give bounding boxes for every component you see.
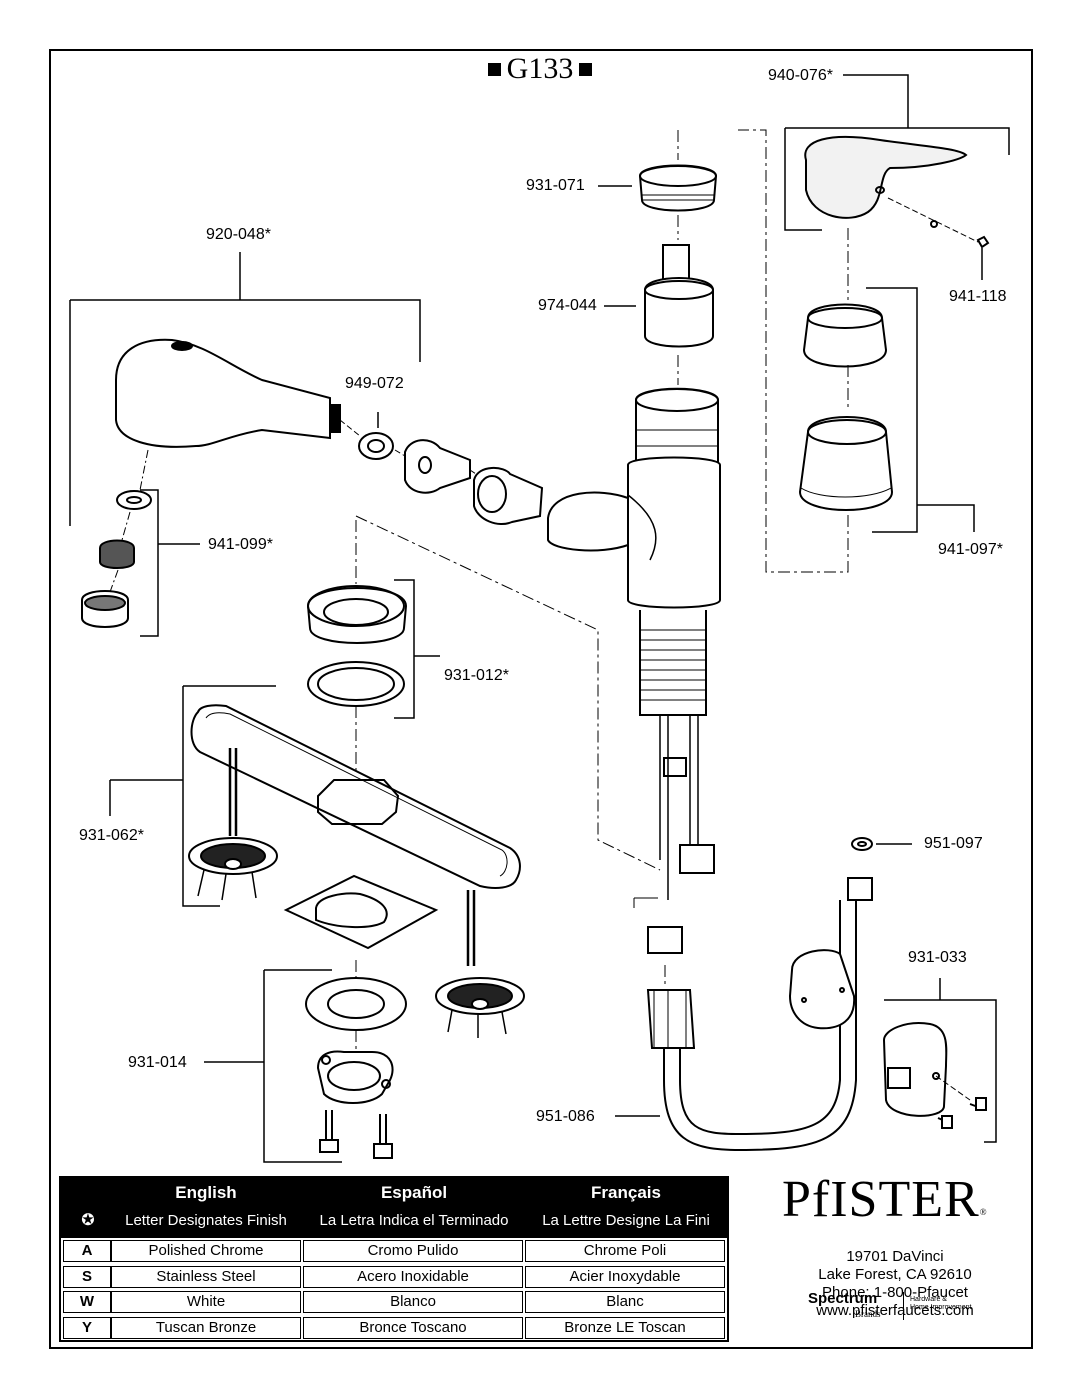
spectrum-tagline: Hardware &Home Improvement: [910, 1296, 971, 1312]
header-sub: La Lettre Designe La Fini: [542, 1212, 710, 1229]
weight-screws: [937, 1097, 987, 1129]
logo-text: PfISTER: [782, 1171, 980, 1228]
bonnet-nut-part: [638, 164, 718, 212]
finish-fr: Blanc: [525, 1291, 725, 1313]
finish-code: W: [63, 1291, 111, 1313]
washer-large: [305, 977, 407, 1031]
legend-row: Y Tuscan Bronze Bronce Toscano Bronze LE…: [61, 1315, 727, 1339]
finish-en: Polished Chrome: [111, 1240, 301, 1262]
part-label-951-097: 951-097: [924, 835, 983, 852]
mounting-bracket: [316, 1050, 394, 1104]
cartridge-part: [644, 244, 714, 348]
finish-es: Bronce Toscano: [303, 1317, 523, 1339]
address-city: Lake Forest, CA 92610: [818, 1266, 972, 1283]
finish-legend-table: ✪ English Letter Designates Finish Españ…: [59, 1176, 729, 1342]
part-label-941-099: 941-099*: [208, 536, 273, 553]
finish-symbol-icon: ✪: [81, 1212, 95, 1229]
part-label-931-033: 931-033: [908, 949, 967, 966]
part-label-940-076: 940-076*: [768, 67, 833, 84]
aerator-washer: [116, 490, 152, 510]
brands-text: Brands: [855, 1309, 881, 1319]
legend-row: A Polished Chrome Cromo Pulido Chrome Po…: [61, 1238, 727, 1262]
part-label-931-014: 931-014: [128, 1054, 187, 1071]
legend-header: ✪ English Letter Designates Finish Españ…: [61, 1178, 727, 1238]
finish-en: White: [111, 1291, 301, 1313]
tagline-1: Hardware &: [910, 1296, 947, 1303]
legend-row: W White Blanco Blanc: [61, 1289, 727, 1313]
header-english: English Letter Designates Finish: [111, 1182, 301, 1232]
mounting-nut-right: [435, 977, 525, 1038]
screw-right: [373, 1114, 393, 1159]
handle-part: [804, 135, 990, 249]
coupling-part: [473, 467, 544, 525]
part-label-931-062: 931-062*: [79, 827, 144, 844]
finish-code: Y: [63, 1317, 111, 1339]
finish-code: A: [63, 1240, 111, 1262]
registered-mark: ®: [979, 1207, 988, 1217]
header-lang: English: [175, 1183, 237, 1202]
website: www.pfisterfaucets.com: [816, 1302, 974, 1319]
gasket-lower: [307, 661, 405, 707]
screw-left: [319, 1110, 339, 1153]
model-text: G133: [506, 52, 574, 85]
part-label-941-118: 941-118: [949, 288, 1007, 305]
finish-es: Cromo Pulido: [303, 1240, 523, 1262]
lower-cap-part: [798, 416, 894, 511]
page-frame: [49, 49, 1033, 1349]
logo-divider: [903, 1292, 904, 1320]
spectrum-logo: Spectrum: [808, 1290, 878, 1307]
header-sub: Letter Designates Finish: [125, 1212, 287, 1229]
part-label-949-072: 949-072: [345, 375, 404, 392]
finish-en: Tuscan Bronze: [111, 1317, 301, 1339]
finish-en: Stainless Steel: [111, 1266, 301, 1288]
part-label-920-048: 920-048*: [206, 226, 271, 243]
finish-es: Blanco: [303, 1291, 523, 1313]
faucet-body-part: [627, 387, 721, 900]
pfister-logo: PfISTER®: [782, 1170, 988, 1230]
part-label-941-097: 941-097*: [938, 541, 1003, 558]
finish-code: S: [63, 1266, 111, 1288]
model-number: G133: [470, 52, 610, 86]
tagline-2: Home Improvement: [910, 1304, 972, 1311]
finish-fr: Chrome Poli: [525, 1240, 725, 1262]
finish-fr: Acier Inoxydable: [525, 1266, 725, 1288]
mounting-nut-left: [188, 837, 278, 901]
part-label-974-044: 974-044: [538, 297, 597, 314]
header-lang: Español: [380, 1183, 448, 1202]
aerator-housing: [81, 590, 129, 628]
hose-weight-left: [788, 949, 856, 1030]
part-label-931-012: 931-012*: [444, 667, 509, 684]
o-ring-951-097: [851, 837, 873, 851]
header-lang: Français: [591, 1183, 661, 1202]
part-label-931-071: 931-071: [526, 177, 585, 194]
finish-fr: Bronze LE Toscan: [525, 1317, 725, 1339]
gasket-upper: [306, 585, 408, 644]
address-street: 19701 DaVinci: [846, 1248, 944, 1265]
header-espanol: Español La Letra Indica el Terminado: [305, 1182, 523, 1232]
legend-row: S Stainless Steel Acero Inoxidable Acier…: [61, 1264, 727, 1288]
hose-guide: [646, 989, 696, 1049]
part-label-951-086: 951-086: [536, 1108, 595, 1125]
hose-weight-right: [882, 1022, 948, 1117]
escutcheon-plate-part: [190, 704, 521, 889]
aerator-insert: [99, 539, 135, 569]
finish-es: Acero Inoxidable: [303, 1266, 523, 1288]
phone-number: Phone: 1-800-Pfaucet: [822, 1284, 968, 1301]
hose-adapter-part: [404, 439, 471, 494]
header-sub: La Letra Indica el Terminado: [319, 1212, 509, 1229]
spray-head-part: [115, 338, 341, 448]
upper-cap-part: [802, 303, 888, 368]
hose-fittings: [633, 844, 715, 954]
washer-949-072: [358, 432, 394, 460]
gasket-square: [283, 874, 439, 950]
header-francais: Français La Lettre Designe La Fini: [527, 1182, 725, 1232]
